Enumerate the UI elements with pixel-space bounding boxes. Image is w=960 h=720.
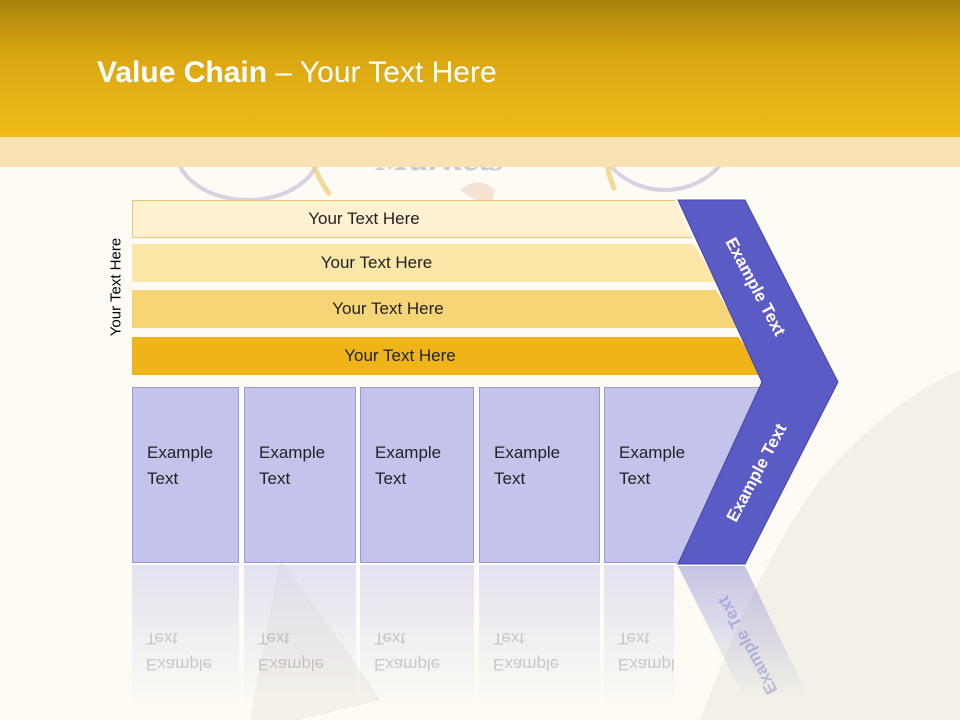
support-bar-3: Your Text Here: [132, 290, 740, 328]
slide-title: Value Chain – Your Text Here: [97, 56, 497, 92]
header-strip: [0, 137, 960, 167]
support-bar-label: Your Text Here: [332, 299, 444, 318]
support-bar-2: Your Text Here: [132, 244, 717, 282]
primary-activity-box-2: Example Text: [244, 387, 356, 563]
support-bar-label: Your Text Here: [320, 253, 433, 272]
box-reflection: Example Text: [479, 565, 600, 705]
box-label: Example Text: [375, 443, 442, 488]
box-reflection: Example Text: [604, 565, 674, 705]
support-bar-1: Your Text Here: [132, 200, 692, 238]
support-bar-label: Your Text Here: [308, 209, 420, 228]
box-reflection: Example Text: [244, 565, 356, 705]
box-label: Example Text: [494, 443, 561, 488]
slide-title-rest: – Your Text Here: [267, 56, 497, 89]
box-label: Example Text: [147, 443, 214, 488]
primary-activity-box-1: Example Text: [132, 387, 239, 563]
header-band: [0, 0, 960, 137]
slide-title-bold: Value Chain: [97, 56, 268, 89]
chevron-reflection: [678, 566, 810, 700]
support-bar-4: Your Text Here: [132, 337, 764, 375]
box-reflection: Example Text: [132, 565, 239, 705]
primary-activity-box-4: Example Text: [479, 387, 600, 563]
chevron-shape: [677, 199, 839, 565]
box-reflection: Example Text: [360, 565, 474, 705]
support-bar-label: Your Text Here: [344, 346, 456, 365]
primary-activity-box-3: Example Text: [360, 387, 474, 563]
box-label: Example Text: [259, 443, 326, 488]
box-label: Example Text: [619, 443, 686, 488]
